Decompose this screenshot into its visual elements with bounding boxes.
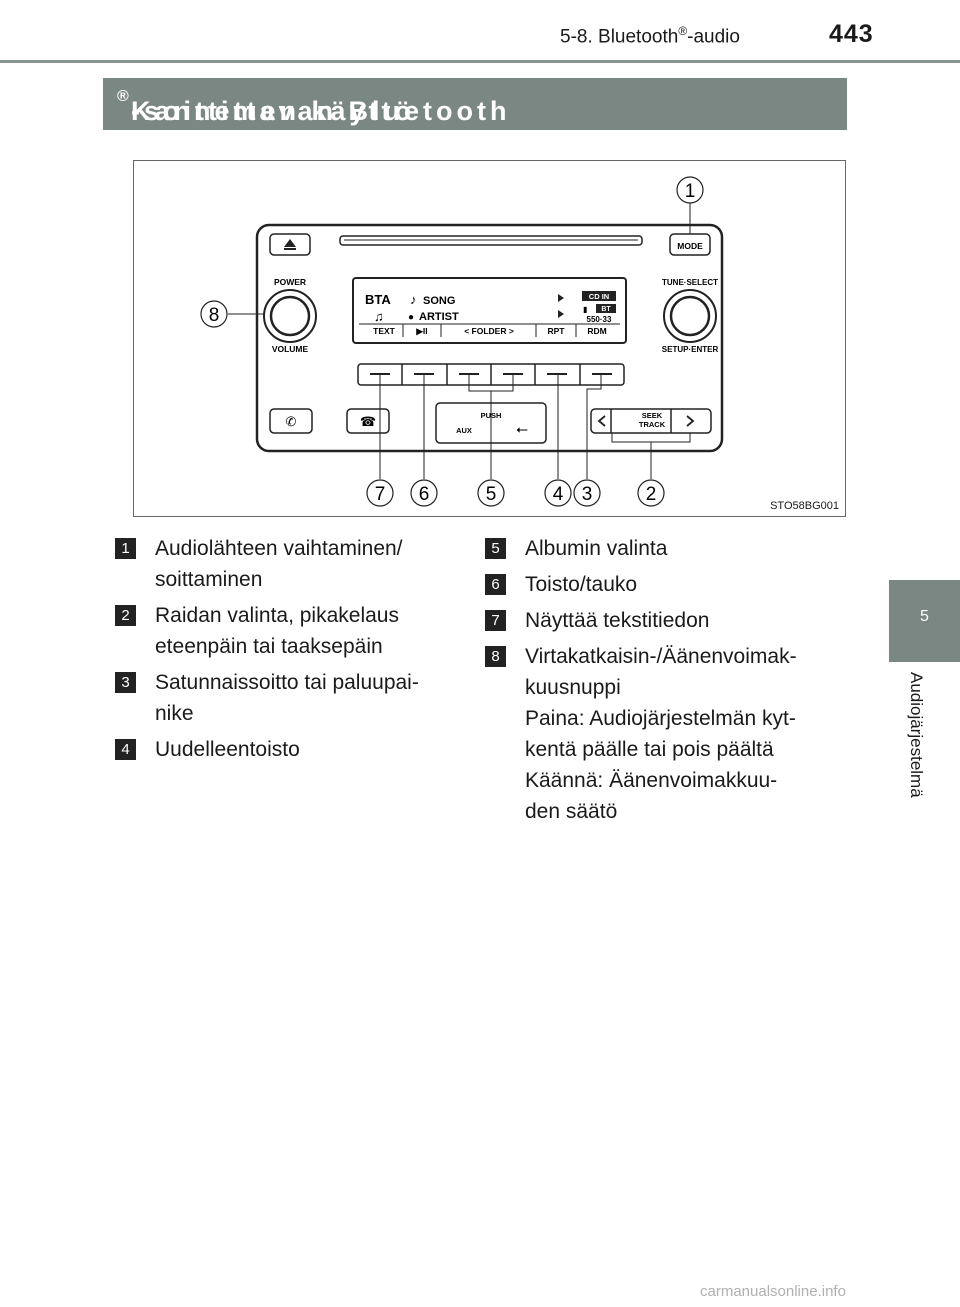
legend-text: Toisto/tauko [525, 573, 638, 596]
legend-number: 5 [485, 538, 506, 559]
preset-buttons-row [357, 363, 625, 386]
legend-text: Raidan valinta, pikakelaus eteenpäin tai… [155, 604, 399, 658]
display-soft-keys: TEXT ▶II < FOLDER > RPT RDM [373, 324, 607, 337]
seek-back-icon [597, 415, 606, 427]
legend-number: 2 [115, 605, 136, 626]
display-time: 550·33 [587, 315, 612, 324]
display-bt: BT [601, 306, 611, 313]
aux-label: AUX [456, 426, 472, 435]
legend-list-right: 5 Albumin valinta 6 Toisto/tauko 7 Näyttää te… [485, 533, 825, 832]
callout-1: 1 [685, 181, 696, 202]
legend-item: 6 Toisto/tauko [485, 569, 825, 600]
legend-text: Virtakatkaisin-/Äänenvoimak- kuusnuppi P… [525, 645, 797, 823]
callout-4: 4 [553, 484, 564, 505]
legend-number: 4 [115, 739, 136, 760]
legend-text: Uudelleentoisto [155, 738, 300, 761]
legend-item: 5 Albumin valinta [485, 533, 825, 564]
display-cd-in: CD IN [589, 292, 609, 301]
callout-markers: 1 8 7 6 5 4 3 2 [200, 176, 704, 507]
legend-number: 3 [115, 672, 136, 693]
phone-pickup-button [269, 408, 313, 434]
legend-item: 4 Uudelleentoisto [115, 734, 455, 765]
page-number: 443 [829, 20, 874, 48]
display-source: BTA [365, 292, 391, 307]
seek-label: SEEK [642, 411, 663, 420]
volume-label: VOLUME [272, 344, 309, 354]
callout-leaders [228, 203, 691, 479]
person-icon: ● [408, 312, 414, 323]
track-label: TRACK [639, 420, 666, 429]
legend-number: 1 [115, 538, 136, 559]
legend-number: 8 [485, 646, 506, 667]
legend-number: 6 [485, 574, 506, 595]
volume-knob-ring [263, 289, 317, 343]
signal-icon: ▮ [583, 305, 587, 314]
legend-text: Audiolähteen vaihtaminen/ soittaminen [155, 537, 403, 591]
legend-number: 7 [485, 610, 506, 631]
legend-text: Albumin valinta [525, 537, 668, 560]
section-header: 5-8. Bluetooth®-audio [560, 24, 740, 48]
chapter-tab: 5 [889, 580, 960, 662]
soft-key-text: TEXT [373, 326, 396, 336]
footer-watermark: carmanualsonline.info [700, 1283, 846, 1300]
music-icon: ♫ [374, 309, 384, 324]
soft-key-rpt: RPT [548, 326, 566, 336]
play-arrow-icon [558, 310, 564, 318]
legend-item: 8 Virtakatkaisin-/Äänenvoimak- kuusnuppi … [485, 641, 825, 827]
note-icon: ♪ [410, 292, 417, 307]
usb-icon: ⭠ [516, 421, 528, 438]
callout-8: 8 [209, 305, 220, 326]
seek-forward-icon [686, 415, 695, 427]
chapter-label: Audiojärjestelmä [907, 672, 926, 798]
legend-text: Satunnaissoitto tai paluupai- nike [155, 671, 419, 725]
tune-knob [669, 295, 711, 337]
legend-item: 1 Audiolähteen vaihtaminen/ soittaminen [115, 533, 455, 595]
seek-track-button [590, 408, 712, 434]
tune-select-label: TUNE·SELECT [662, 278, 718, 287]
callout-3: 3 [582, 484, 593, 505]
callout-2: 2 [646, 484, 657, 505]
display-song: SONG [423, 295, 455, 307]
power-label: POWER [274, 277, 306, 287]
mode-label: MODE [677, 241, 703, 251]
eject-button [269, 233, 311, 256]
phone-icon: ✆ [286, 414, 297, 429]
legend-text: Näyttää tekstitiedon [525, 609, 710, 632]
panel-body [255, 223, 724, 453]
legend-item: 7 Näyttää tekstitiedon [485, 605, 825, 636]
play-arrow-icon [558, 294, 564, 302]
hang-up-icon: ☎ [360, 414, 376, 429]
tune-knob-ring [663, 289, 717, 343]
eject-icon [284, 239, 296, 247]
header-divider [0, 60, 960, 63]
soft-key-folder: < FOLDER > [464, 326, 514, 336]
callout-6: 6 [419, 484, 430, 505]
audio-panel-illustration: MODE POWER VOLUME TUNE·SELECT SETUP·ENTE… [200, 176, 724, 507]
volume-knob [269, 295, 311, 337]
soft-key-play-pause: ▶II [415, 326, 427, 336]
soft-key-rdm: RDM [587, 326, 606, 336]
figure-id: STO58BG001 [770, 500, 839, 512]
page-title: Kannettavan Bluetooth®-soittimen käyttö [103, 78, 847, 130]
display-screen [352, 277, 627, 344]
setup-enter-label: SETUP·ENTER [662, 345, 719, 354]
callout-7: 7 [375, 484, 386, 505]
legend-item: 2 Raidan valinta, pikakelaus eteenpäin ta… [115, 600, 455, 662]
display-artist: ARTIST [419, 311, 459, 323]
phone-hangup-button [346, 408, 390, 434]
callout-5: 5 [486, 484, 497, 505]
audio-panel-figure: MODE POWER VOLUME TUNE·SELECT SETUP·ENTE… [133, 160, 846, 517]
legend-item: 3 Satunnaissoitto tai paluupai- nike [115, 667, 455, 729]
